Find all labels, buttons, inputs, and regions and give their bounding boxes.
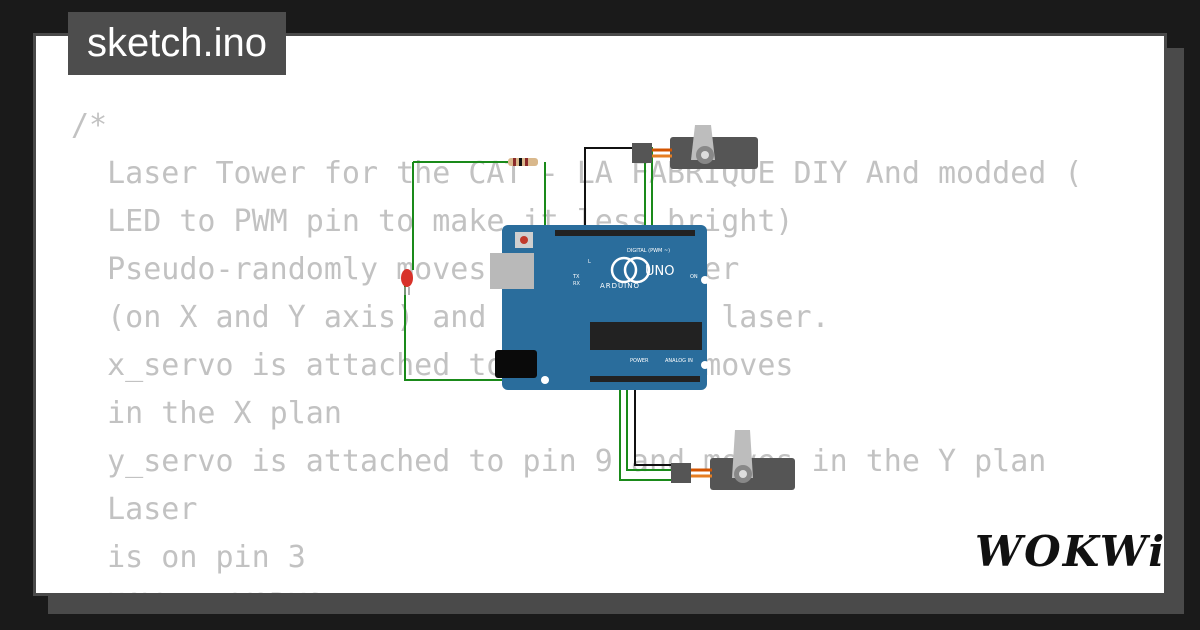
on-label: ON [690,274,698,280]
code-line: HOW IT WORKS : [71,588,360,593]
digital-header-label: DIGITAL (PWM ~) [627,248,670,254]
board-model-label: UNO [645,264,674,279]
resistor [508,158,538,166]
code-line: Laser [71,492,198,527]
board-brand-label: ARDUINO [600,282,640,290]
code-line: Laser Tower for the CAT - LA FABRIQUE DI… [71,156,1083,191]
analog-header-label: ANALOG IN [665,358,693,364]
led-red [401,269,413,295]
code-line: in the X plan [71,396,342,431]
led-l-label: L [588,259,591,265]
x-servo [632,125,758,169]
led-rx-label: RX [573,281,580,287]
code-line: LED to PWM pin to make it less bright) [71,204,794,239]
power-header-label: POWER [630,358,649,364]
wokwi-logo: WOKWi [975,527,1167,576]
arduino-uno-board: UNO ARDUINO DIGITAL (PWM ~) POWER ANALOG… [490,225,709,390]
black-wires [584,147,675,466]
y-servo [671,430,795,490]
file-tab[interactable]: sketch.ino [68,12,286,75]
circuit-diagram: UNO ARDUINO DIGITAL (PWM ~) POWER ANALOG… [401,125,795,490]
code-line: /* [71,108,108,143]
led-tx-label: TX [572,274,580,280]
code-line: is on pin 3 [71,540,306,575]
